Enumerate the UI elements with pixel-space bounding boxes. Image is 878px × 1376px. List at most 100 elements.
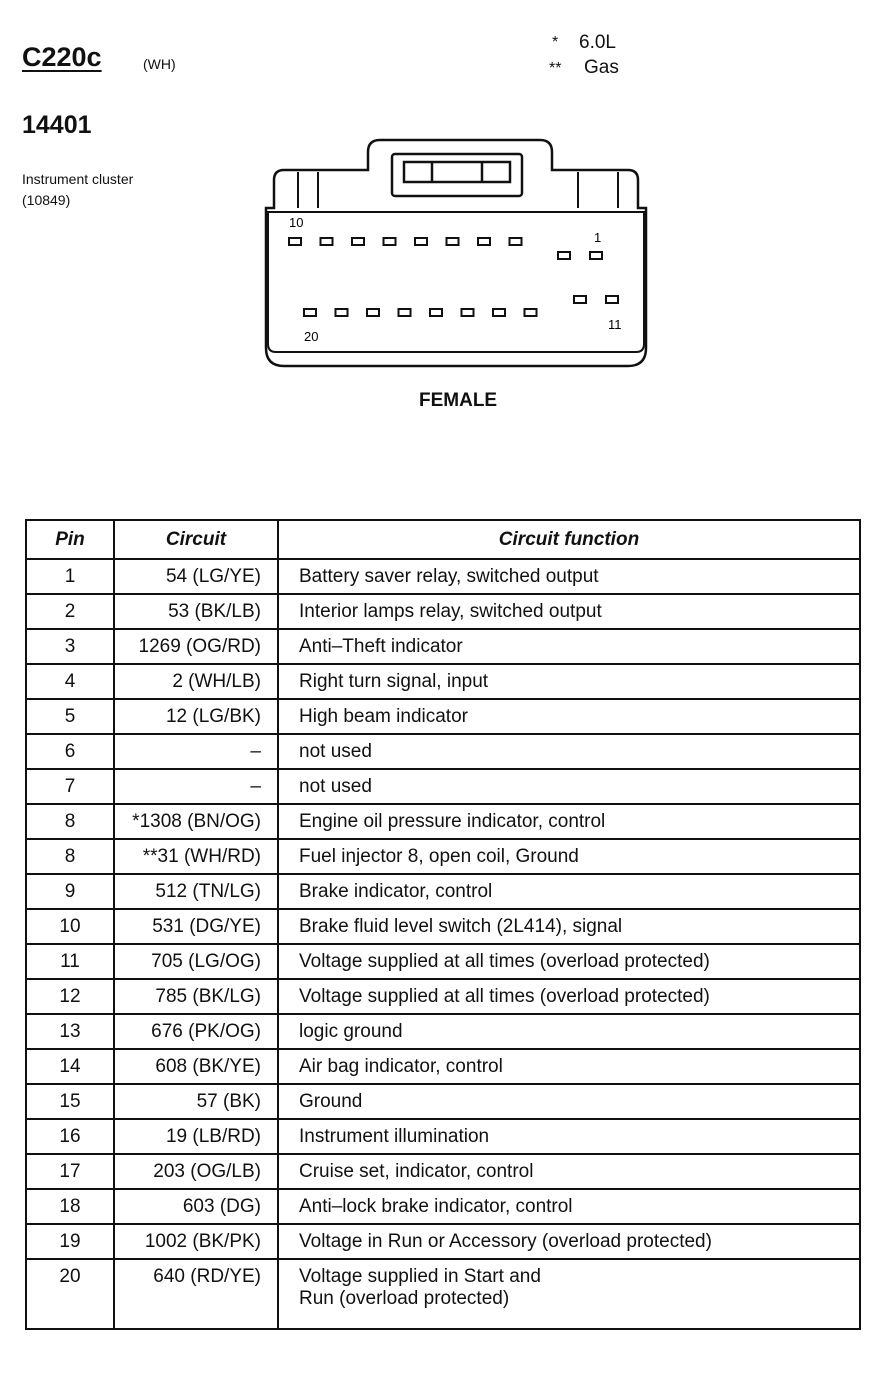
pin-cell: 10 [25,908,115,945]
pin-cell: 20 [25,1258,115,1330]
pin-cell: 13 [25,1013,115,1050]
function-cell: logic ground [277,1013,861,1050]
function-cell: Brake indicator, control [277,873,861,910]
connector-id: C220c [22,42,102,72]
function-cell: Interior lamps relay, switched output [277,593,861,630]
note-marker: ** [549,60,562,77]
pin-cell: 4 [25,663,115,700]
pin-cavity [366,308,380,317]
function-cell: Instrument illumination [277,1118,861,1155]
circuit-cell: 203 (OG/LB) [113,1153,279,1190]
pin-cell: 12 [25,978,115,1015]
function-cell: Anti–lock brake indicator, control [277,1188,861,1225]
function-cell: Voltage supplied at all times (overload … [277,978,861,1015]
pin-cavity [445,237,460,246]
pin-cavity [589,251,603,260]
circuit-cell: 640 (RD/YE) [113,1258,279,1330]
function-cell: Air bag indicator, control [277,1048,861,1085]
table-header-row: Pin Circuit Circuit function [25,519,861,560]
pin-cell: 17 [25,1153,115,1190]
pin-cavity [351,237,365,246]
latch-inner [402,160,512,184]
circuit-cell: 512 (TN/LG) [113,873,279,910]
function-cell: Engine oil pressure indicator, control [277,803,861,840]
pin-label-20: 20 [304,329,318,344]
circuit-cell: – [113,733,279,770]
pin-cell: 9 [25,873,115,910]
pin-cavity [573,295,587,304]
function-cell: Voltage in Run or Accessory (overload pr… [277,1223,861,1260]
part-number: 14401 [22,111,92,139]
note-marker: * [552,34,559,51]
circuit-cell: 603 (DG) [113,1188,279,1225]
circuit-cell: 676 (PK/OG) [113,1013,279,1050]
pin-cell: 19 [25,1223,115,1260]
pin-cell: 14 [25,1048,115,1085]
pin-label-1: 1 [594,230,601,245]
header-pin: Pin [25,519,115,560]
pin-cavity [460,308,475,317]
pin-cavity [382,237,397,246]
circuit-cell: 12 (LG/BK) [113,698,279,735]
note-1-text: 6.0L [579,32,616,54]
pin-cavity [605,295,619,304]
pin-cavity [334,308,349,317]
function-cell: Fuel injector 8, open coil, Ground [277,838,861,875]
connector-face [267,211,645,353]
circuit-cell: 53 (BK/LB) [113,593,279,630]
circuit-cell: **31 (WH/RD) [113,838,279,875]
function-cell: not used [277,768,861,805]
circuit-cell: 1269 (OG/RD) [113,628,279,665]
pin-cavity [414,237,428,246]
pin-cavity [303,308,317,317]
function-cell: Voltage supplied at all times (overload … [277,943,861,980]
pin-cell: 6 [25,733,115,770]
pin-cavity [492,308,506,317]
pin-cavity [508,237,523,246]
table-row: 7–not used [25,768,861,805]
table-row: 8*1308 (BN/OG)Engine oil pressure indica… [25,803,861,840]
pin-cell: 8 [25,838,115,875]
header-function: Circuit function [277,519,861,560]
pin-label-10: 10 [289,215,303,230]
note-2: ** [549,60,561,78]
circuit-cell: – [113,768,279,805]
pin-cavity [523,308,538,317]
circuit-cell: 19 (LB/RD) [113,1118,279,1155]
component-name: Instrument cluster [22,171,134,187]
note-text: 6.0L [579,32,616,53]
connector-diagram: 10 1 20 11 [264,138,648,368]
note-1: * [552,34,558,52]
pin-cell: 7 [25,768,115,805]
function-cell: Brake fluid level switch (2L414), signal [277,908,861,945]
component-code: (10849) [22,192,71,208]
pin-cavities [288,237,619,317]
table-row: 8**31 (WH/RD)Fuel injector 8, open coil,… [25,838,861,875]
latch-outer [390,152,524,198]
function-cell: Cruise set, indicator, control [277,1153,861,1190]
pin-cell: 3 [25,628,115,665]
function-cell: Ground [277,1083,861,1120]
pin-cavity [477,237,491,246]
circuit-cell: 2 (WH/LB) [113,663,279,700]
circuit-cell: 1002 (BK/PK) [113,1223,279,1260]
function-cell: High beam indicator [277,698,861,735]
circuit-cell: *1308 (BN/OG) [113,803,279,840]
wire-color: (WH) [143,56,176,72]
pin-cavity [288,237,302,246]
pin-cell: 5 [25,698,115,735]
function-cell: Voltage supplied in Start and Run (overl… [277,1258,861,1330]
pin-cell: 2 [25,593,115,630]
